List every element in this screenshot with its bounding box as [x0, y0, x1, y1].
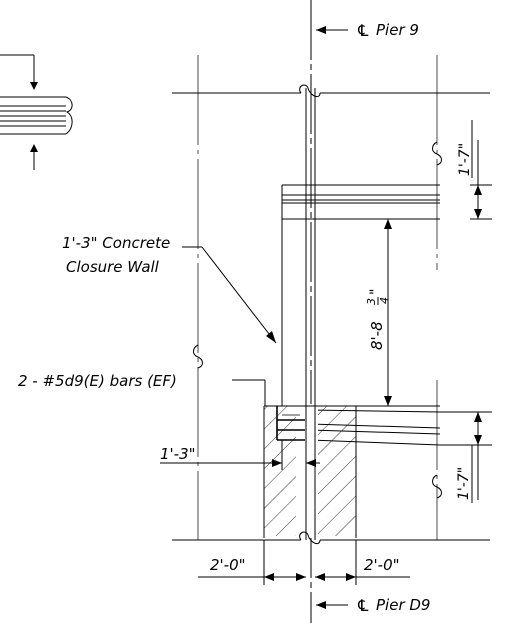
dim-wall-thickness: 1'-3"	[160, 440, 320, 470]
dim-height-main: 8'-8	[368, 321, 386, 350]
dim-top-right: 1'-7"	[457, 120, 492, 220]
dim-height-fraction-den: 4	[378, 297, 391, 304]
dim-wall-height: 8'-8 3 4 "	[365, 219, 392, 406]
dim-left-bottom-text: 2'-0"	[210, 556, 246, 574]
deck-slab	[281, 184, 440, 406]
left-partial-detail	[0, 54, 73, 170]
centerline-symbol-bottom: ℄	[356, 596, 370, 615]
upper-break-line	[172, 84, 490, 98]
pier-section-hatched	[263, 404, 357, 540]
lower-break-line	[172, 531, 490, 545]
centerline-label-bottom: ℄ Pier D9	[316, 596, 430, 615]
pier-d9-label: Pier D9	[376, 596, 430, 614]
dim-height-fraction-num: 3	[365, 298, 378, 305]
pier-9-label: Pier 9	[376, 21, 419, 39]
dim-wall-thickness-text: 1'-3"	[160, 445, 196, 463]
bars-callout-text: 2 - #5d9(E) bars (EF)	[18, 372, 177, 390]
reference-lines	[193, 55, 442, 540]
dim-height-inch: "	[368, 289, 384, 295]
dim-bottom-widths: 2'-0" 2'-0"	[198, 540, 410, 585]
dim-right-bottom-text: 2'-0"	[364, 556, 400, 574]
dim-bottom-right-text: 1'-7"	[456, 467, 472, 500]
centerline-symbol-top: ℄	[356, 21, 370, 40]
wall-label: 1'-3" Concrete Closure Wall	[62, 234, 277, 344]
wall-label-line2: Closure Wall	[66, 258, 160, 276]
wall-label-line1: 1'-3" Concrete	[62, 234, 170, 252]
centerline-label-top: ℄ Pier 9	[316, 21, 419, 40]
dim-top-right-text: 1'-7"	[457, 143, 473, 176]
dim-bottom-right: 1'-7"	[440, 411, 492, 503]
bars-callout: 2 - #5d9(E) bars (EF)	[18, 372, 275, 407]
